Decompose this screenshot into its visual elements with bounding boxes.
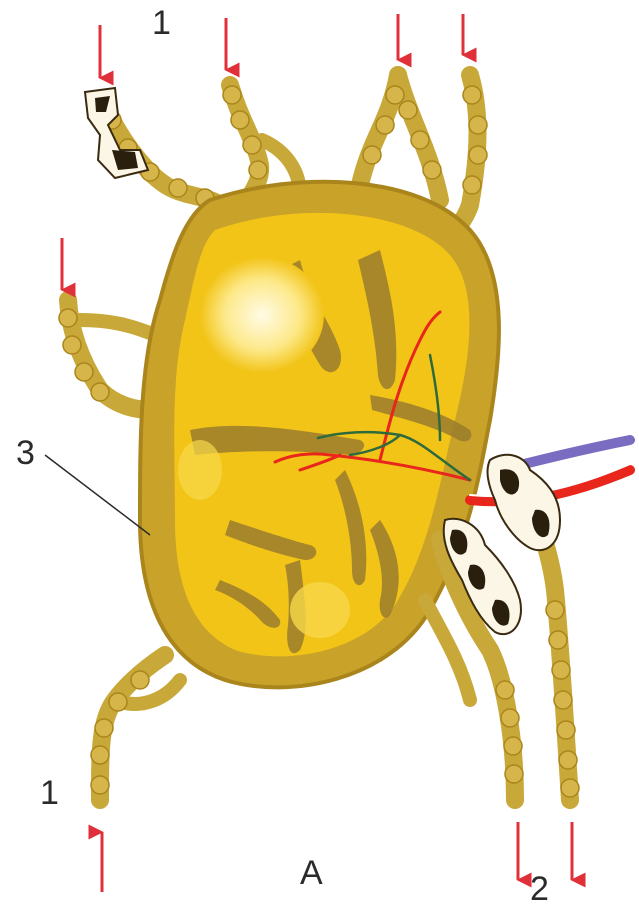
afferent-vessel-5b <box>80 320 155 335</box>
label-efferent: 2 <box>530 872 549 906</box>
label-figure-letter: A <box>300 856 323 890</box>
label-afferent-top: 1 <box>152 6 171 40</box>
germinal-center-2 <box>290 582 350 638</box>
capsule-leader-line <box>45 455 150 535</box>
label-afferent-bottom: 1 <box>40 776 59 810</box>
germinal-center <box>200 257 324 373</box>
lymph-node-body <box>140 182 499 688</box>
label-capsule: 3 <box>16 436 35 470</box>
